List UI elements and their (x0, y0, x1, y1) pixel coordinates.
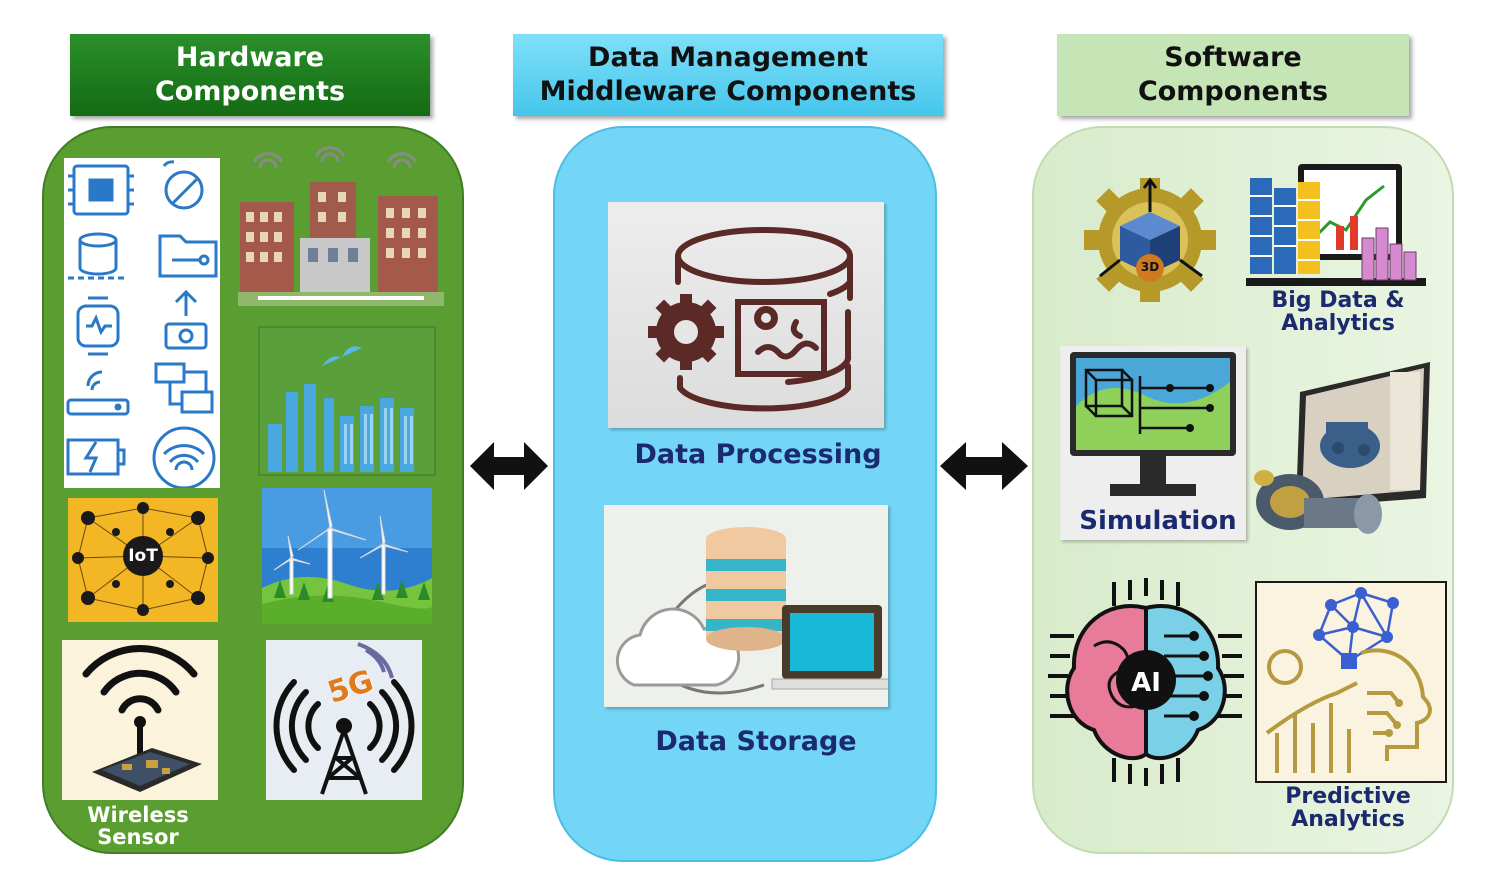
smart-city-image (238, 142, 444, 306)
double-arrow-right (940, 442, 1028, 490)
simulation-label: Simulation (1079, 506, 1237, 536)
data-processing-image (608, 202, 884, 428)
iot-network-image: IoT (68, 498, 218, 622)
software-header-text: Software Components (1137, 42, 1329, 107)
data-storage-label: Data Storage (655, 726, 857, 757)
double-arrow-left (470, 442, 548, 490)
3d-model-gear-image: 3D (1078, 172, 1222, 308)
3d-badge: 3D (1140, 260, 1160, 274)
smart-factory-image (258, 326, 436, 476)
simulation-image: Simulation (1060, 346, 1246, 540)
predictive-analytics-image (1255, 581, 1447, 783)
iot-label: IoT (128, 546, 158, 566)
middleware-header: Data Management Middleware Components (513, 34, 943, 116)
hardware-header-text: Hardware Components (154, 42, 346, 107)
big-data-image (1246, 156, 1426, 288)
cad-machine-image (1250, 362, 1436, 540)
software-header: Software Components (1057, 34, 1409, 116)
data-storage-image (604, 505, 888, 707)
big-data-label: Big Data & Analytics (1271, 288, 1405, 336)
ai-label: AI (1131, 668, 1161, 698)
wind-turbine-image (262, 488, 432, 624)
hardware-icon-grid (64, 158, 220, 488)
predictive-analytics-label: Predictive Analytics (1285, 784, 1411, 832)
data-processing-label: Data Processing (634, 439, 882, 470)
wireless-sensor-label: Wireless Sensor (87, 803, 189, 849)
ai-brain-image: AI (1044, 576, 1248, 788)
hardware-header: Hardware Components (70, 34, 430, 116)
wireless-sensor-image (62, 640, 218, 800)
5g-tower-image: 5G (266, 640, 422, 800)
middleware-header-text: Data Management Middleware Components (539, 42, 917, 107)
